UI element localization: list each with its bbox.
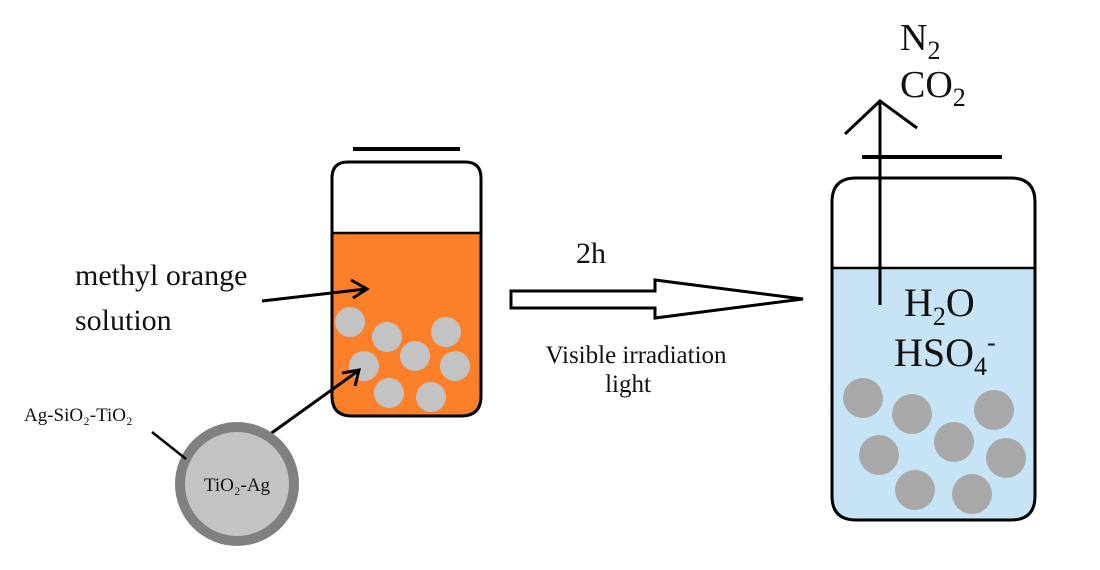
particle-core: [185, 432, 289, 536]
right-jar-outline: [830, 176, 1037, 522]
process-arrow: [509, 278, 804, 320]
solution-label-line2: solution: [75, 304, 172, 337]
core-label: TiO₂-Ag: [204, 475, 271, 496]
liquid-product-2: HSO4-: [894, 328, 996, 381]
process-condition-line1: Visible irradiation: [545, 342, 727, 369]
process-condition-line2: light: [605, 371, 651, 398]
right-jar: [830, 155, 1037, 522]
process-time: 2h: [576, 237, 606, 270]
gas-product-1: N2: [900, 17, 940, 65]
particle: [952, 474, 992, 514]
particle: [843, 378, 883, 418]
particle: [892, 394, 932, 434]
particle: [431, 317, 461, 347]
particle: [986, 438, 1026, 478]
gas-product-2: CO2: [900, 64, 966, 112]
particle: [974, 390, 1014, 430]
particle: [335, 307, 365, 337]
right-jar-particles: [843, 378, 1026, 514]
particle: [374, 378, 404, 408]
gas-release-arrow: [843, 99, 918, 305]
particle: [440, 351, 470, 381]
particle: [400, 341, 430, 371]
left-jar-outline: [330, 160, 483, 418]
particle: [934, 422, 974, 462]
liquid-product-1: H2O: [904, 280, 975, 331]
particle: [859, 435, 899, 475]
shell-label-leader: [151, 431, 187, 460]
particle-pointer-arrow: [265, 368, 362, 439]
particle: [372, 322, 402, 352]
solution-label-line1: methyl orange: [75, 259, 247, 292]
shell-label: Ag-SiO₂-TiO₂: [24, 405, 133, 426]
core-shell-particle: [175, 422, 299, 546]
particle: [895, 470, 935, 510]
particle: [349, 351, 379, 381]
solution-pointer-arrow: [261, 278, 370, 303]
particle: [416, 382, 446, 412]
